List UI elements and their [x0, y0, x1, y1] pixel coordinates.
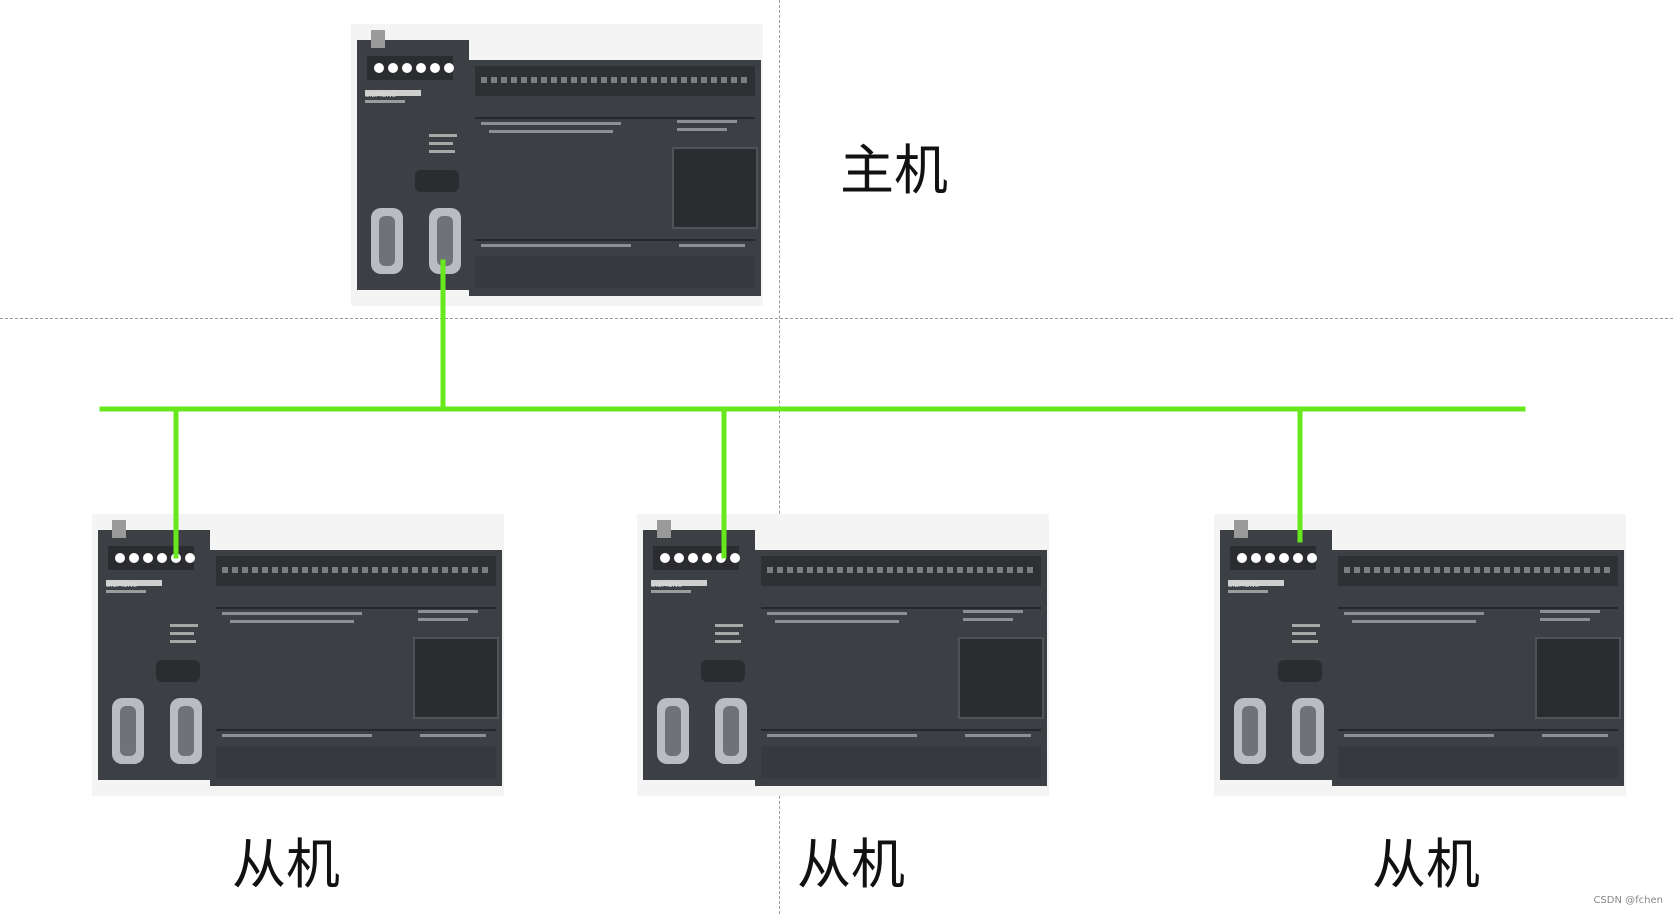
device-brand-label: SIEMENS — [365, 91, 397, 99]
slave-plc-module — [637, 514, 1049, 796]
device-brand-label: SIEMENS — [1228, 581, 1260, 589]
slave-label: 从机 — [797, 833, 905, 896]
slave-label: 从机 — [232, 833, 340, 896]
device-brand-label: SIEMENS — [651, 581, 683, 589]
slave-label: 从机 — [1372, 833, 1480, 896]
guide-line-vertical — [779, 0, 780, 914]
guide-line-horizontal — [0, 318, 1673, 319]
master-label: 主机 — [840, 139, 948, 202]
master-plc-module — [351, 24, 763, 306]
device-layer: SIEMENS SIEMENS SIEMENS SIEMENS — [92, 24, 1626, 796]
bus-layer — [99, 259, 1526, 559]
slave-plc-module — [1214, 514, 1626, 796]
slave-plc-module — [92, 514, 504, 796]
watermark: CSDN @fchen — [1593, 895, 1663, 906]
device-brand-label: SIEMENS — [106, 581, 138, 589]
